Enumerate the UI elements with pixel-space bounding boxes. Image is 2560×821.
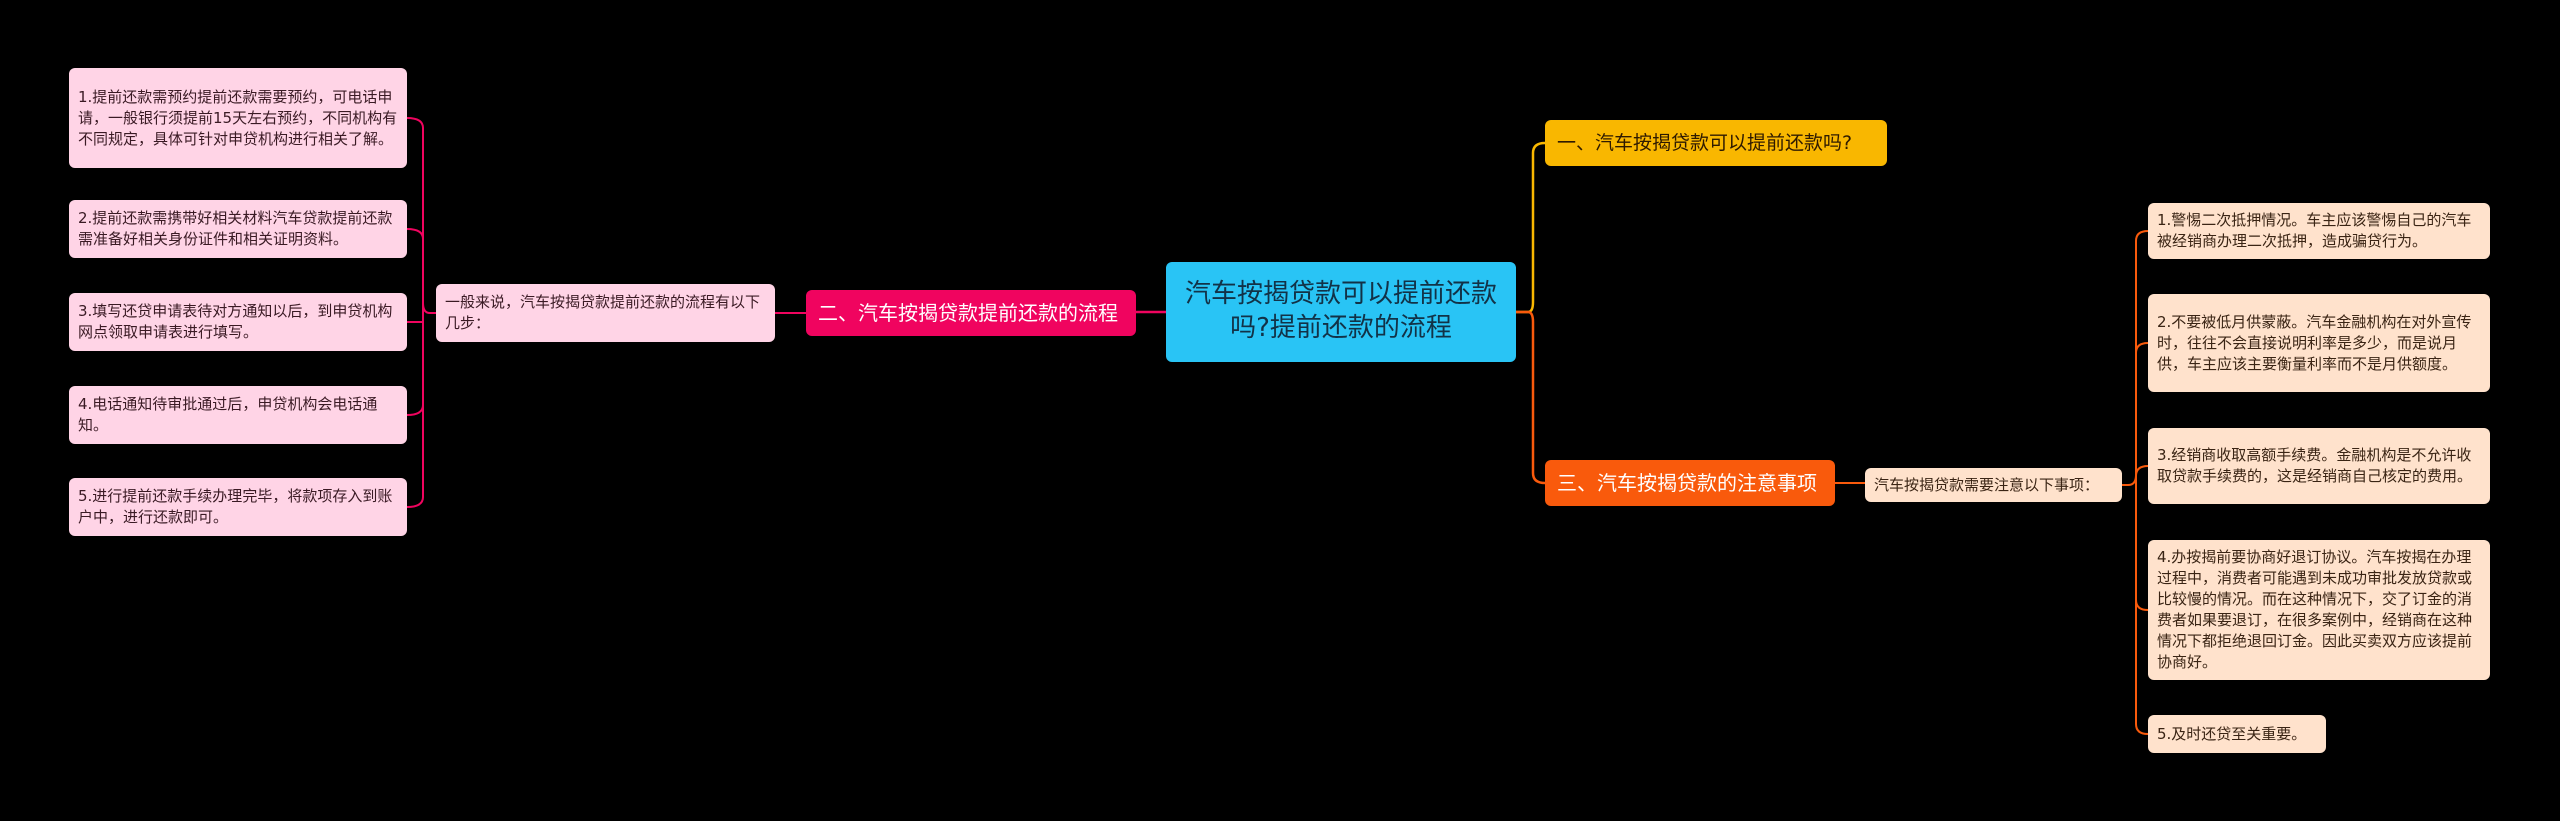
precaution-item-node[interactable]: 1.警惕二次抵押情况。车主应该警惕自己的汽车被经销商办理二次抵押，造成骗贷行为。 bbox=[2148, 203, 2490, 259]
precaution-item-text: 1.警惕二次抵押情况。车主应该警惕自己的汽车被经销商办理二次抵押，造成骗贷行为。 bbox=[2157, 211, 2472, 250]
precaution-item-node[interactable]: 2.不要被低月供蒙蔽。汽车金融机构在对外宣传时，往往不会直接说明利率是多少，而是… bbox=[2148, 294, 2490, 392]
central-topic[interactable]: 汽车按揭贷款可以提前还款吗?提前还款的流程 bbox=[1166, 262, 1516, 362]
precaution-item-node[interactable]: 4.办按揭前要协商好退订协议。汽车按揭在办理过程中，消费者可能遇到未成功审批发放… bbox=[2148, 540, 2490, 680]
branch-precautions-label: 三、汽车按揭贷款的注意事项 bbox=[1557, 471, 1817, 495]
process-step-node[interactable]: 2.提前还款需携带好相关材料汽车贷款提前还款需准备好相关身份证件和相关证明资料。 bbox=[69, 200, 407, 258]
central-topic-text: 汽车按揭贷款可以提前还款吗?提前还款的流程 bbox=[1184, 279, 1497, 343]
precaution-item-node[interactable]: 5.及时还贷至关重要。 bbox=[2148, 715, 2326, 753]
process-step-node[interactable]: 4.电话通知待审批通过后，申贷机构会电话通知。 bbox=[69, 386, 407, 444]
branch-can-prepay-label: 一、汽车按揭贷款可以提前还款吗? bbox=[1557, 131, 1853, 154]
precaution-item-text: 2.不要被低月供蒙蔽。汽车金融机构在对外宣传时，往往不会直接说明利率是多少，而是… bbox=[2157, 312, 2472, 373]
process-step-text: 4.电话通知待审批通过后，申贷机构会电话通知。 bbox=[78, 395, 378, 434]
branch-precautions[interactable]: 三、汽车按揭贷款的注意事项 bbox=[1545, 460, 1835, 506]
precaution-item-text: 3.经销商收取高额手续费。金融机构是不允许收取贷款手续费的，这是经销商自己核定的… bbox=[2157, 446, 2473, 485]
link-center-branch3 bbox=[1516, 310, 1546, 485]
process-step-text: 5.进行提前还款手续办理完毕，将款项存入到账户中，进行还款即可。 bbox=[78, 487, 393, 526]
branch-can-prepay[interactable]: 一、汽车按揭贷款可以提前还款吗? bbox=[1545, 120, 1887, 166]
process-step-text: 3.填写还贷申请表待对方通知以后，到申贷机构网点领取申请表进行填写。 bbox=[78, 302, 393, 341]
precautions-summary-text: 汽车按揭贷款需要注意以下事项： bbox=[1874, 475, 2100, 494]
precaution-item-text: 4.办按揭前要协商好退订协议。汽车按揭在办理过程中，消费者可能遇到未成功审批发放… bbox=[2157, 548, 2473, 671]
process-step-node[interactable]: 1.提前还款需预约提前还款需要预约，可电话申请，一般银行须提前15天左右预约，不… bbox=[69, 68, 407, 168]
process-step-node[interactable]: 5.进行提前还款手续办理完毕，将款项存入到账户中，进行还款即可。 bbox=[69, 478, 407, 536]
link-center-branch1 bbox=[1516, 141, 1546, 314]
process-summary-node[interactable]: 一般来说，汽车按揭贷款提前还款的流程有以下几步： bbox=[436, 284, 775, 342]
precaution-item-node[interactable]: 3.经销商收取高额手续费。金融机构是不允许收取贷款手续费的，这是经销商自己核定的… bbox=[2148, 428, 2490, 504]
link-summary-steps bbox=[406, 117, 436, 508]
process-step-text: 1.提前还款需预约提前还款需要预约，可电话申请，一般银行须提前15天左右预约，不… bbox=[78, 87, 398, 148]
process-step-text: 2.提前还款需携带好相关材料汽车贷款提前还款需准备好相关身份证件和相关证明资料。 bbox=[78, 209, 393, 248]
precaution-item-text: 5.及时还贷至关重要。 bbox=[2157, 724, 2307, 743]
process-step-node[interactable]: 3.填写还贷申请表待对方通知以后，到申贷机构网点领取申请表进行填写。 bbox=[69, 293, 407, 351]
branch-prepay-process[interactable]: 二、汽车按揭贷款提前还款的流程 bbox=[806, 290, 1136, 336]
link-summary-items bbox=[2122, 230, 2149, 735]
precautions-summary-node[interactable]: 汽车按揭贷款需要注意以下事项： bbox=[1865, 468, 2122, 502]
branch-prepay-process-label: 二、汽车按揭贷款提前还款的流程 bbox=[818, 301, 1118, 325]
process-summary-text: 一般来说，汽车按揭贷款提前还款的流程有以下几步： bbox=[445, 293, 761, 332]
